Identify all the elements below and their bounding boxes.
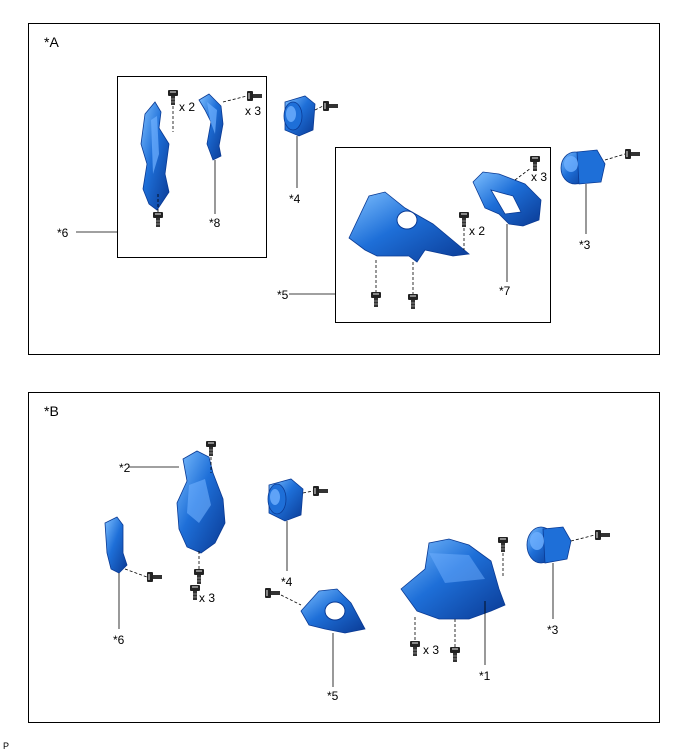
- bolt-icon: [313, 486, 328, 496]
- bolt-icon: [458, 212, 470, 228]
- qty-label: x 2: [469, 224, 486, 238]
- bracket-part-7: [472, 171, 542, 227]
- fog-lamp-part-4: [267, 478, 304, 522]
- bolt-icon: [409, 641, 421, 657]
- corner-code: P: [3, 741, 10, 751]
- bolt-icon: [449, 647, 461, 663]
- cover-part-2: [176, 450, 226, 554]
- label-part-6: *6: [113, 633, 125, 647]
- fog-lamp-part-3: [560, 149, 606, 185]
- bolt-icon: [152, 212, 164, 228]
- subassembly-box-right: [335, 147, 551, 323]
- bolt-icon: [193, 569, 205, 585]
- panel-a-label: *A: [44, 34, 59, 50]
- label-part-6: *6: [57, 226, 69, 240]
- bolt-icon: [407, 294, 419, 310]
- bracket-part-6: [140, 101, 170, 211]
- bezel-part-5: [300, 588, 366, 634]
- label-part-5: *5: [277, 288, 289, 302]
- bolt-icon: [370, 292, 382, 308]
- subassembly-box-left: [117, 76, 267, 258]
- bolt-icon: [497, 537, 509, 553]
- label-part-3: *3: [547, 623, 559, 637]
- bolt-icon: [625, 149, 640, 159]
- panel-b-label: *B: [44, 403, 59, 419]
- panel-b: *B: [28, 392, 660, 723]
- panel-b-artwork: [104, 441, 610, 687]
- bolt-icon: [595, 530, 610, 540]
- qty-label: x 3: [423, 643, 440, 657]
- fog-lamp-part-3: [526, 526, 572, 564]
- bezel-part-5: [348, 191, 470, 263]
- label-part-3: *3: [579, 238, 591, 252]
- qty-label: x 3: [531, 170, 548, 184]
- bracket-assembly-part-1: [400, 538, 506, 620]
- label-part-2: *2: [119, 461, 131, 475]
- bolt-icon: [247, 91, 262, 101]
- panel-a-artwork: [76, 90, 640, 310]
- bolt-icon: [167, 90, 179, 106]
- qty-label: x 3: [245, 104, 262, 118]
- fog-lamp-part-4: [283, 95, 316, 137]
- bolt-icon: [265, 588, 280, 598]
- label-part-5: *5: [327, 689, 339, 703]
- bolt-icon: [529, 156, 541, 172]
- bracket-part-6: [104, 516, 128, 574]
- panel-a: *A: [28, 23, 660, 355]
- bolt-icon: [147, 572, 162, 582]
- label-part-7: *7: [499, 284, 511, 298]
- bolt-icon: [205, 441, 217, 457]
- qty-label: x 3: [199, 591, 216, 605]
- label-part-8: *8: [209, 216, 221, 230]
- bolt-icon: [323, 101, 338, 111]
- label-part-4: *4: [289, 192, 301, 206]
- label-part-4: *4: [281, 575, 293, 589]
- qty-label: x 2: [179, 100, 196, 114]
- label-part-1: *1: [479, 669, 491, 683]
- cover-part-8: [198, 93, 224, 161]
